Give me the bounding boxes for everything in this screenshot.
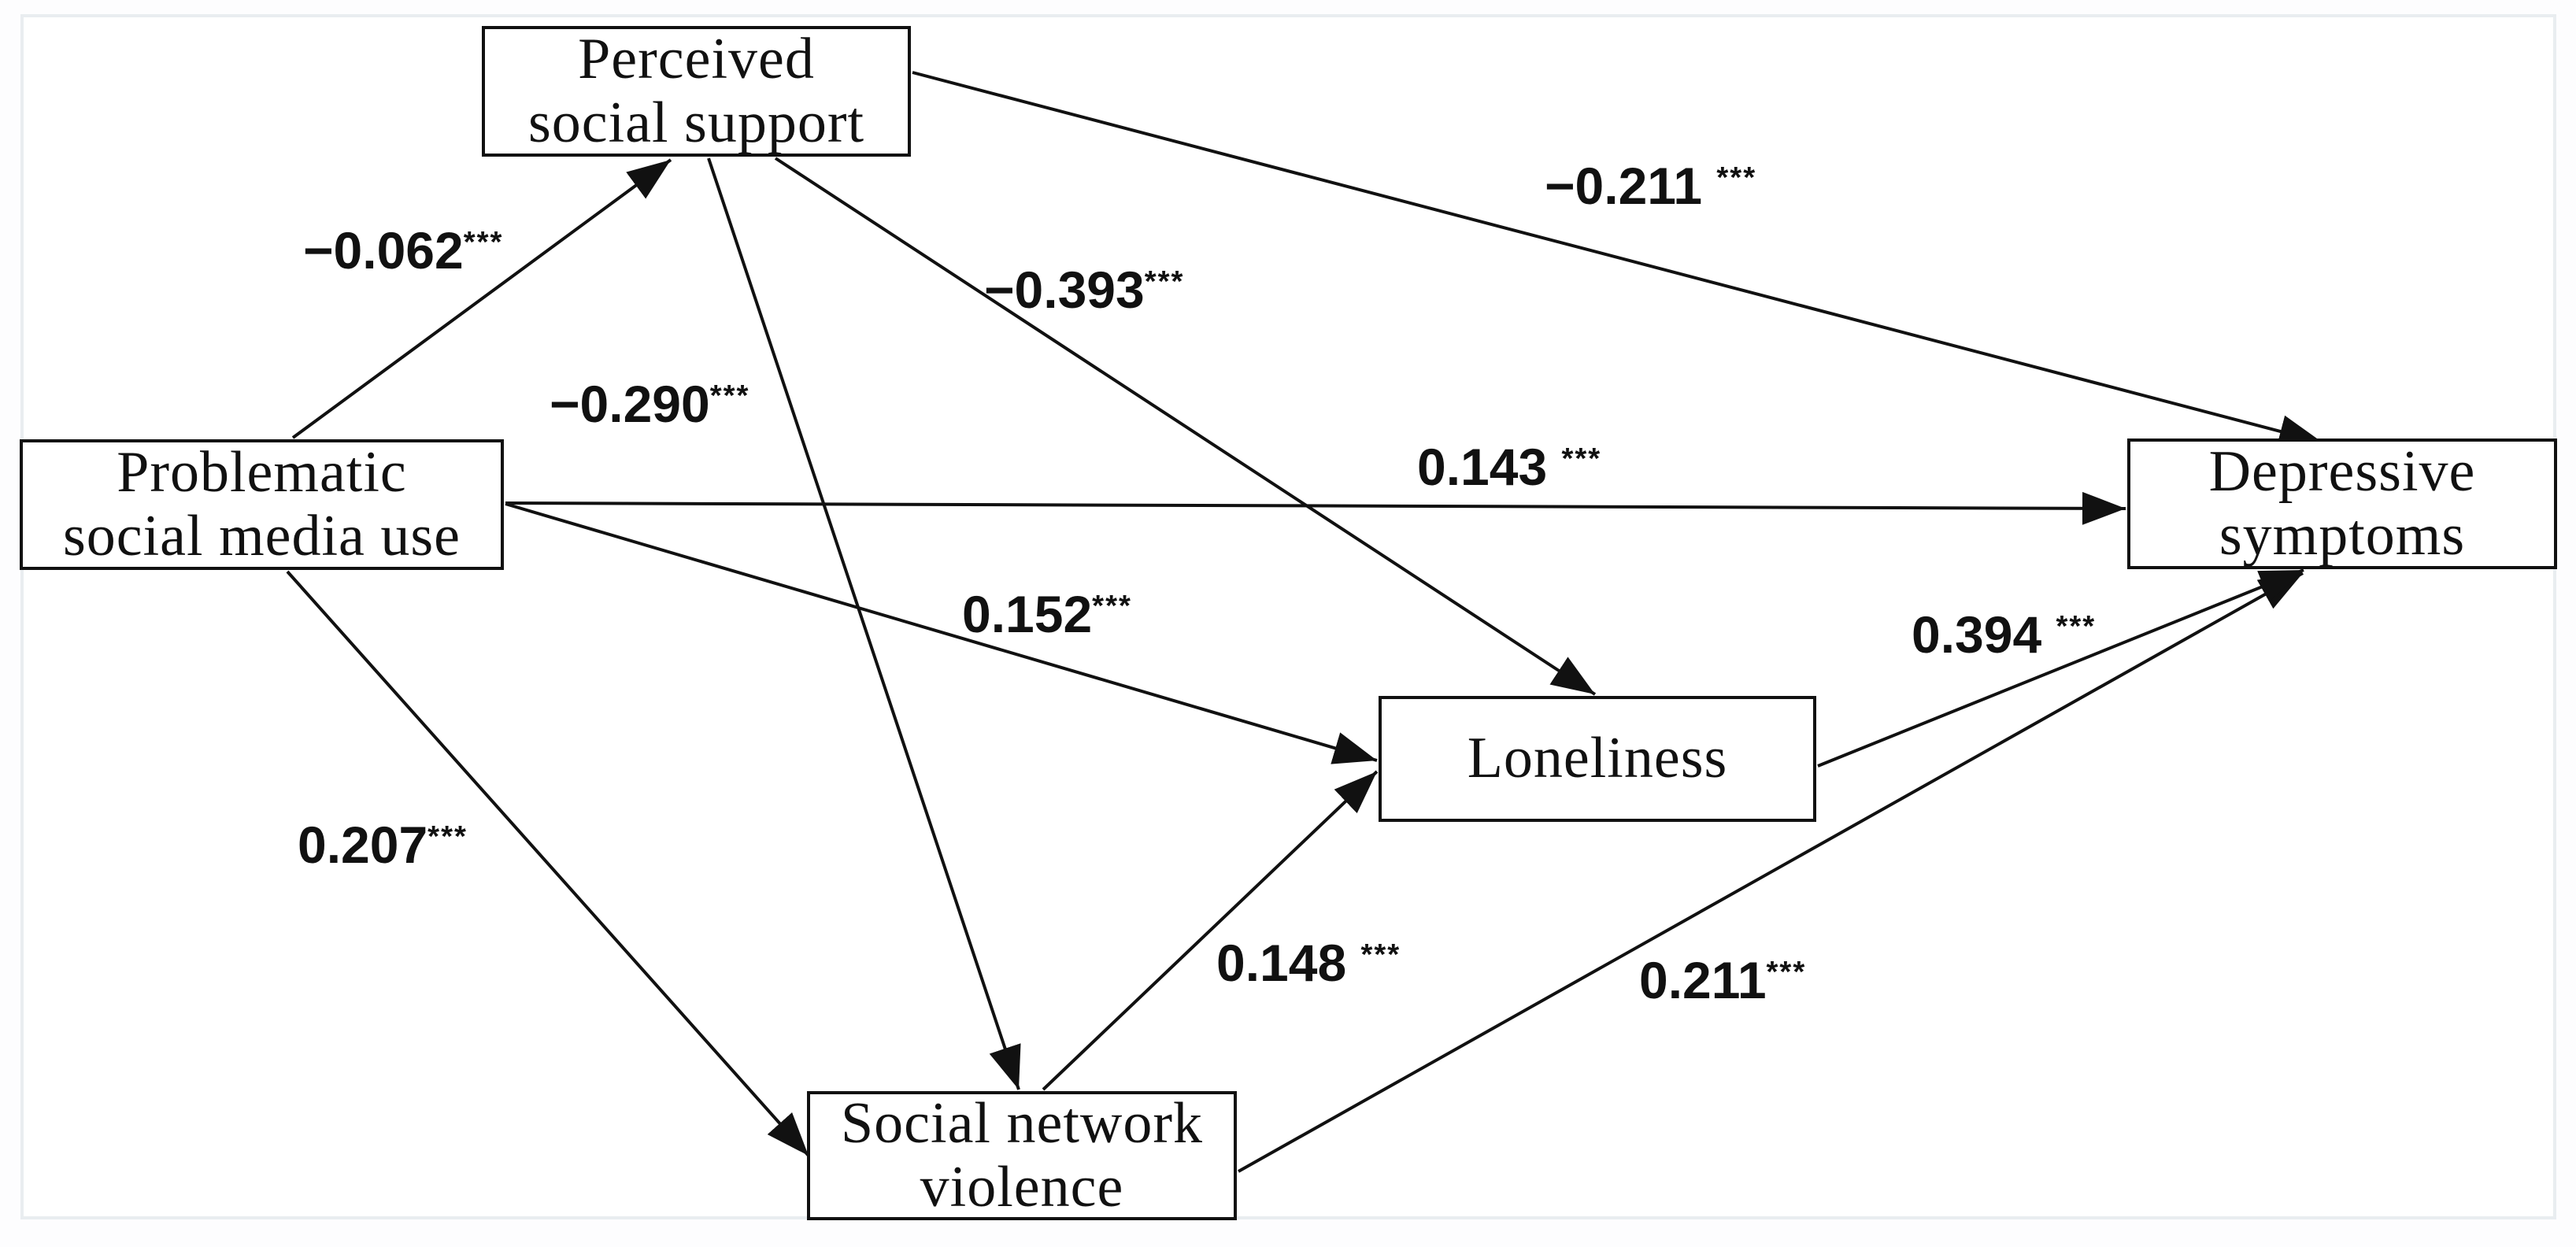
node-label-line: symptoms (2219, 503, 2466, 568)
node-label-line: Problematic (117, 439, 407, 505)
node-problematic-social-media-use: Problematic social media use (20, 439, 504, 570)
node-social-network-violence: Social network violence (807, 1091, 1237, 1220)
node-label-line: Depressive (2208, 438, 2476, 504)
significance-stars: *** (1716, 160, 1757, 194)
arrow-pss-to-dep (912, 71, 2323, 448)
coefficient-value: 0.207 (298, 816, 428, 874)
significance-stars: *** (709, 378, 750, 413)
path-coefficient-pss-to-lone: −0.393*** (984, 260, 1184, 320)
node-label-line: Social network (841, 1090, 1203, 1156)
coefficient-value: 0.152 (962, 585, 1093, 643)
node-label-line: social support (527, 91, 865, 155)
path-coefficient-psmu-to-dep: 0.143 *** (1417, 437, 1601, 497)
path-coefficient-snv-to-dep: 0.211*** (1639, 950, 1806, 1010)
path-coefficient-snv-to-lone: 0.148 *** (1216, 933, 1401, 993)
coefficient-value: −0.211 (1545, 157, 1717, 215)
node-label-line: Loneliness (1467, 726, 1728, 791)
significance-stars: *** (1360, 937, 1401, 971)
arrow-lone-to-dep (1817, 568, 2304, 768)
arrow-psmu-to-dep (505, 491, 2126, 525)
arrow-psmu-to-pss (291, 158, 672, 439)
coefficient-value: 0.143 (1417, 438, 1562, 496)
significance-stars: *** (1766, 954, 1807, 989)
path-coefficient-pss-to-dep: −0.211 *** (1545, 156, 1756, 216)
significance-stars: *** (1561, 441, 1602, 475)
coefficient-value: −0.393 (984, 261, 1145, 319)
arrow-psmu-to-lone (505, 502, 1378, 764)
significance-stars: *** (427, 819, 468, 853)
node-label-line: Perceived (578, 26, 815, 91)
significance-stars: *** (463, 224, 504, 259)
node-depressive-symptoms: Depressive symptoms (2127, 438, 2557, 569)
path-coefficient-psmu-to-lone: 0.152*** (962, 584, 1132, 644)
path-coefficient-pss-to-snv: −0.290*** (550, 374, 749, 434)
node-loneliness: Loneliness (1379, 696, 1816, 822)
path-coefficient-lone-to-dep: 0.394 *** (1912, 605, 2096, 664)
significance-stars: *** (1144, 264, 1185, 298)
coefficient-value: 0.211 (1639, 951, 1767, 1009)
coefficient-value: 0.394 (1912, 605, 2056, 664)
path-coefficient-psmu-to-snv: 0.207*** (298, 815, 468, 875)
coefficient-value: 0.148 (1216, 934, 1361, 992)
arrow-psmu-to-snv (286, 570, 810, 1157)
node-perceived-social-support: Perceived social support (482, 26, 911, 157)
arrow-pss-to-lone (774, 157, 1597, 696)
node-label-line: violence (920, 1155, 1124, 1219)
figure-frame (20, 14, 2556, 1219)
significance-stars: *** (1092, 588, 1132, 623)
node-label-line: social media use (62, 504, 461, 568)
arrow-snv-to-dep (1238, 572, 2304, 1173)
significance-stars: *** (2056, 609, 2097, 643)
path-coefficient-psmu-to-pss: −0.062*** (303, 220, 503, 280)
arrow-snv-to-lone (1042, 770, 1379, 1091)
coefficient-value: −0.062 (303, 221, 464, 279)
coefficient-value: −0.290 (550, 375, 710, 433)
arrow-pss-to-snv (707, 157, 1021, 1090)
